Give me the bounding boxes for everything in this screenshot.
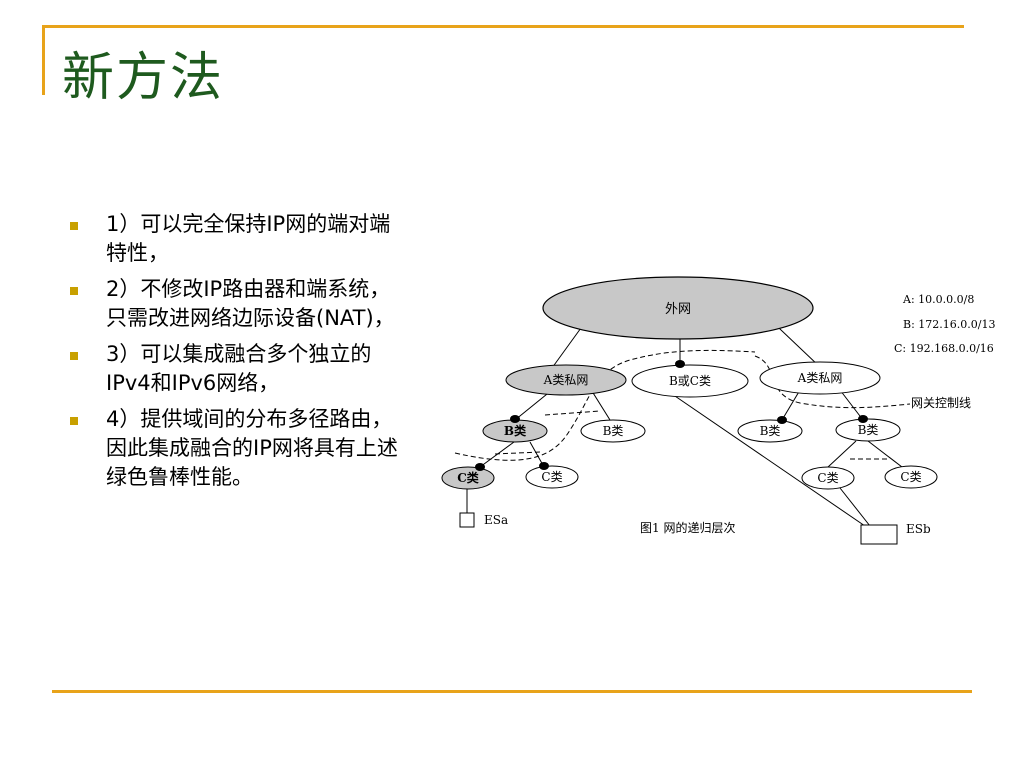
b-left-1-label: B类: [504, 423, 527, 438]
b-right-2-label: B类: [858, 423, 879, 437]
bullet-text: 1）可以完全保持IP网的端对端特性，: [106, 212, 391, 265]
c-right-1-label: C类: [817, 471, 838, 485]
bullet-square-icon: [70, 287, 78, 295]
a-private-left-node: [505, 364, 627, 396]
esb-box: [860, 524, 898, 545]
link: [514, 389, 553, 421]
bullet-item: 3）可以集成融合多个独立的IPv4和IPv6网络，: [70, 340, 400, 398]
address-range-b: B: 172.16.0.0/13: [903, 318, 995, 331]
esb-label: ESb: [906, 522, 931, 536]
top-divider: [42, 25, 964, 28]
bullet-list: 1）可以完全保持IP网的端对端特性， 2）不修改IP路由器和端系统，只需改进网络…: [70, 210, 400, 499]
address-range-c: C: 192.168.0.0/16: [894, 342, 994, 355]
gateway-control-label: 网关控制线: [911, 396, 971, 410]
a-private-left-label: A类私网: [543, 373, 589, 387]
b-right-1-node: [737, 419, 803, 443]
address-range-a: A: 10.0.0.0/8: [902, 293, 974, 306]
bullet-item: 4）提供域间的分布多径路由，因此集成融合的IP网将具有上述绿色鲁棒性能。: [70, 405, 400, 492]
c-left-2-node: [525, 465, 579, 489]
bullet-square-icon: [70, 352, 78, 360]
bullet-text: 4）提供域间的分布多径路由，因此集成融合的IP网将具有上述绿色鲁棒性能。: [106, 407, 398, 489]
link: [827, 440, 857, 468]
bullet-text: 3）可以集成融合多个独立的IPv4和IPv6网络，: [106, 342, 372, 395]
a-private-right-node: [759, 361, 881, 395]
gateway-points: [475, 360, 868, 471]
bullet-square-icon: [70, 222, 78, 230]
outer-network-node: [542, 276, 814, 340]
link: [671, 393, 866, 527]
network-hierarchy-diagram: 外网 A类私网 B或C类 A类私网 B类 B类 B类 B类 C类 C类 C类 C…: [441, 276, 995, 545]
bullet-item: 1）可以完全保持IP网的端对端特性，: [70, 210, 400, 268]
outer-network-label: 外网: [665, 302, 691, 317]
bullet-text: 2）不修改IP路由器和端系统，只需改进网络边际设备(NAT)，: [106, 277, 395, 330]
c-left-2-label: C类: [541, 470, 562, 484]
gateway-dot-icon: [675, 360, 685, 368]
c-right-1-node: [801, 466, 855, 490]
b-or-c-label: B或C类: [669, 374, 711, 388]
b-or-c-node: [631, 364, 749, 398]
a-private-right-label: A类私网: [797, 371, 843, 385]
page-title: 新方法: [62, 48, 225, 108]
gateway-dot-icon: [539, 462, 549, 470]
link: [867, 440, 903, 468]
bullet-item: 2）不修改IP路由器和端系统，只需改进网络边际设备(NAT)，: [70, 275, 400, 333]
bottom-divider: [52, 690, 972, 693]
esa-label: ESa: [484, 513, 508, 527]
b-left-2-label: B类: [603, 424, 624, 438]
c-left-1-label: C类: [457, 470, 480, 485]
gateway-dot-icon: [858, 415, 868, 423]
gateway-line: [544, 410, 601, 416]
c-right-2-label: C类: [900, 470, 921, 484]
c-left-1-node: [441, 466, 495, 490]
links: [466, 309, 903, 527]
esa-box: [459, 512, 475, 528]
gateway-line: [494, 451, 541, 455]
link: [839, 487, 871, 527]
b-left-2-node: [580, 419, 646, 443]
gateway-dot-icon: [475, 463, 485, 471]
diagram-caption: 图1 网的递归层次: [640, 520, 735, 535]
c-right-2-node: [884, 465, 938, 489]
link: [479, 441, 515, 468]
gateway-dot-icon: [777, 416, 787, 424]
bullet-square-icon: [70, 417, 78, 425]
title-accent-bar: [42, 25, 45, 95]
link: [839, 389, 864, 421]
b-right-1-label: B类: [760, 424, 781, 438]
gateway-line: [454, 349, 756, 461]
link: [781, 389, 801, 421]
gateway-dot-icon: [510, 415, 520, 423]
